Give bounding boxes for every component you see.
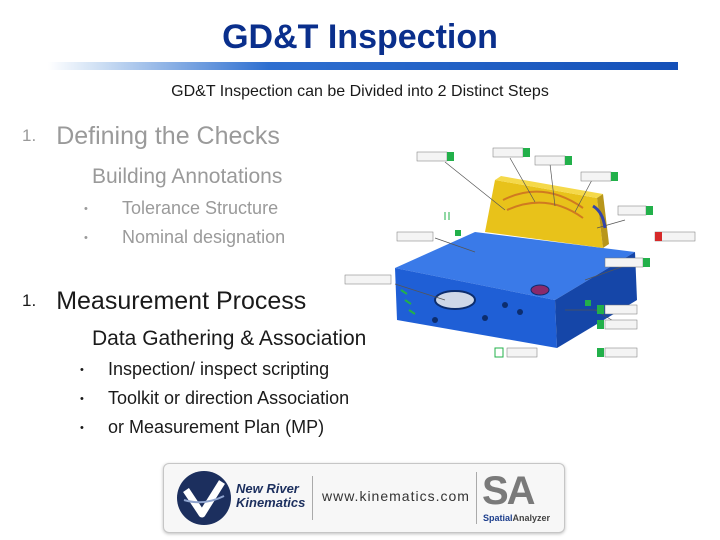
step2-heading-text: Measurement Process xyxy=(56,287,307,315)
logo-divider xyxy=(476,472,477,524)
step1-bullet: • Nominal designation xyxy=(84,227,285,248)
gdt-part-model-image xyxy=(344,147,696,358)
step1-number: 1. xyxy=(22,126,37,145)
step2-bullet: • or Measurement Plan (MP) xyxy=(80,417,324,438)
bullet-dot: • xyxy=(84,202,88,215)
step1-bullet-text: Nominal designation xyxy=(122,227,286,247)
title-underline xyxy=(48,62,678,70)
step1-subheading: Building Annotations xyxy=(92,165,283,188)
part-base-front xyxy=(395,268,557,348)
sa-word2: Analyzer xyxy=(512,513,551,523)
slide-subtitle: GD&T Inspection can be Divided into 2 Di… xyxy=(171,83,549,100)
part-upright-face xyxy=(485,180,603,248)
nrk-logo-icon xyxy=(177,471,231,525)
step1-heading: 1. Defining the Checks xyxy=(22,122,280,151)
bullet-dot: • xyxy=(84,231,88,244)
spatial-analyzer-logo: SA xyxy=(482,469,536,513)
part-upright-top xyxy=(495,176,603,198)
bullet-dot: • xyxy=(80,392,84,405)
bullet-dot: • xyxy=(80,421,84,434)
slide-title: GD&T Inspection xyxy=(222,18,498,56)
step2-subheading: Data Gathering & Association xyxy=(92,327,367,350)
sa-word1: Spatial xyxy=(483,513,513,523)
logo-divider xyxy=(312,476,313,520)
step1-heading-text: Defining the Checks xyxy=(56,122,280,150)
step2-number: 1. xyxy=(22,291,37,310)
part-base-side xyxy=(555,252,637,348)
large-hole xyxy=(434,290,476,310)
spatial-analyzer-wordmark: SpatialAnalyzer xyxy=(483,513,550,523)
company-logo-banner: New River Kinematics www.kinematics.com … xyxy=(163,463,565,533)
brand-line1: New River xyxy=(236,481,299,496)
step2-bullet-text: Toolkit or direction Association xyxy=(108,388,350,408)
step1-bullet-text: Tolerance Structure xyxy=(122,198,279,218)
brand-line2: Kinematics xyxy=(236,495,306,510)
website-url: www.kinematics.com xyxy=(322,488,470,504)
step2-heading: 1. Measurement Process xyxy=(22,287,306,316)
bullet-dot: • xyxy=(80,363,84,376)
step2-bullet: • Toolkit or direction Association xyxy=(80,388,349,409)
step2-bullet-text: or Measurement Plan (MP) xyxy=(108,417,325,437)
step2-bullet-text: Inspection/ inspect scripting xyxy=(108,359,330,379)
step2-bullet: • Inspection/ inspect scripting xyxy=(80,359,329,380)
part-base-top xyxy=(395,232,635,300)
nrk-brand-name: New River Kinematics xyxy=(236,482,305,510)
step1-bullet: • Tolerance Structure xyxy=(84,198,278,219)
